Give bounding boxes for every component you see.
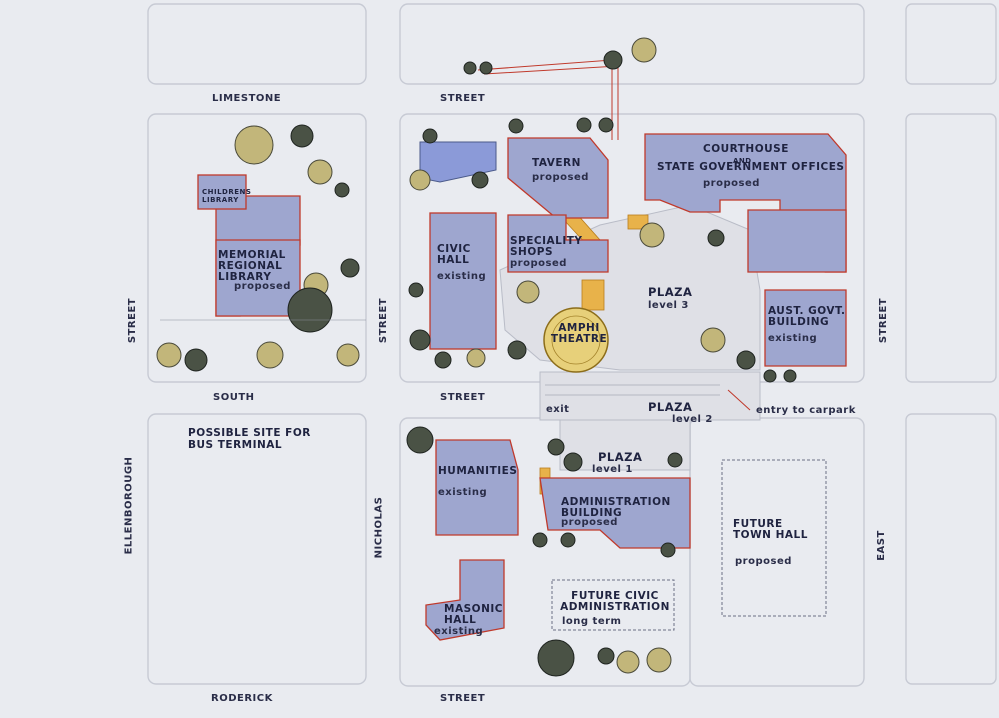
level-plaza-lower: level 1: [592, 464, 633, 475]
status-masonic-hall: existing: [434, 626, 484, 637]
label-humanities: HUMANITIES: [438, 465, 518, 477]
label-memorial-library: MEMORIAL REGIONAL LIBRARY: [218, 249, 286, 283]
status-aust-govt: existing: [768, 333, 818, 344]
street-label-mid: STREET: [440, 392, 486, 403]
label-courthouse-1: COURTHOUSE: [703, 143, 789, 155]
label-future-town-hall: FUTURE TOWN HALL: [733, 518, 808, 541]
street-label-bottom: STREET: [440, 693, 486, 704]
status-future-civic-admin: long term: [562, 616, 622, 627]
street-east: EAST: [875, 530, 887, 561]
note-exit: exit: [546, 404, 570, 415]
city-blocks: [147, 3, 997, 687]
label-plaza-lower: PLAZA: [598, 450, 643, 464]
status-speciality-shops: proposed: [510, 258, 567, 269]
street-south: SOUTH: [213, 392, 255, 403]
street-label-right: STREET: [878, 297, 890, 344]
status-humanities: existing: [438, 487, 488, 498]
status-courthouse: proposed: [703, 178, 760, 189]
level-plaza-mid: level 2: [672, 414, 713, 425]
label-masonic-hall: MASONIC HALL: [444, 603, 503, 626]
street-limestone: LIMESTONE: [212, 93, 282, 104]
label-childrens-library: CHILDRENS LIBRARY: [202, 188, 252, 204]
street-label-left: STREET: [127, 297, 139, 344]
label-plaza-upper: PLAZA: [648, 285, 693, 299]
level-plaza-upper: level 3: [648, 300, 689, 311]
label-plaza-mid: PLAZA: [648, 400, 693, 414]
label-speciality-shops: SPECIALITY SHOPS: [510, 235, 583, 258]
status-memorial-library: proposed: [234, 281, 291, 292]
note-bus-1: POSSIBLE SITE FOR: [188, 427, 311, 439]
street-label-top: STREET: [440, 93, 486, 104]
amphitheatre-ring: [543, 307, 609, 373]
status-tavern: proposed: [532, 172, 589, 183]
street-label-center: STREET: [378, 297, 390, 344]
label-future-civic-admin: FUTURE CIVIC ADMINISTRATION: [560, 590, 670, 613]
amphitheatre-inner: [551, 315, 601, 365]
label-administration: ADMINISTRATION BUILDING: [561, 496, 671, 519]
street-roderick: RODERICK: [211, 693, 273, 704]
status-civic-hall: existing: [437, 271, 487, 282]
label-courthouse-3: STATE GOVERNMENT OFFICES: [657, 161, 845, 173]
street-ellenborough: ELLENBOROUGH: [123, 456, 135, 555]
label-courthouse-2: AND: [733, 157, 752, 165]
label-civic-hall: CIVIC HALL: [437, 243, 471, 266]
street-nicholas: NICHOLAS: [373, 496, 385, 559]
note-bus-2: BUS TERMINAL: [188, 439, 283, 451]
status-administration: proposed: [561, 517, 618, 528]
label-aust-govt: AUST. GOVT. BUILDING: [768, 305, 846, 328]
annotation-lines: [160, 319, 720, 396]
label-tavern: TAVERN: [532, 157, 581, 169]
note-carpark: entry to carpark: [756, 405, 856, 416]
future-sites: [551, 459, 827, 631]
buildings: [197, 133, 847, 641]
trees: [156, 37, 797, 677]
label-amphitheatre: AMPHI THEATRE: [550, 322, 608, 345]
status-future-town-hall: proposed: [735, 556, 792, 567]
